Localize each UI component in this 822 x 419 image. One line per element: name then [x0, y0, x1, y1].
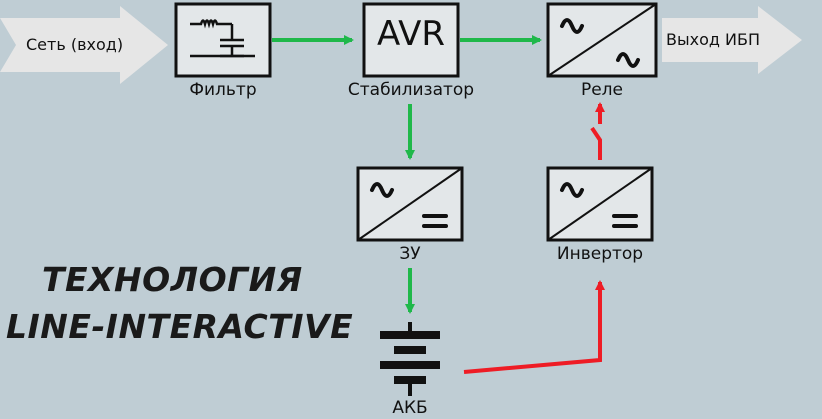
input-arrow [0, 6, 168, 84]
dc-ac-icon [560, 182, 638, 228]
lc-filter-icon [190, 19, 255, 58]
avr-block [362, 2, 460, 78]
input-label: Сеть (вход) [26, 35, 124, 54]
relay-label: Реле [580, 80, 624, 100]
filter-label: Фильтр [189, 80, 257, 100]
ac-ac-icon [560, 18, 640, 68]
inverter-label: Инвертор [556, 244, 644, 264]
title-line-2: LINE-INTERACTIVE [6, 307, 354, 346]
inverter-block [546, 166, 654, 242]
battery-icon [380, 322, 440, 396]
title-line-1: ТЕХНОЛОГИЯ [42, 260, 303, 299]
output-arrow [662, 6, 802, 74]
relay-block [546, 2, 658, 78]
charger-block [356, 166, 464, 242]
charger-label: ЗУ [399, 244, 421, 264]
ac-dc-icon [370, 182, 448, 228]
avr-label: Стабилизатор [347, 80, 475, 100]
battery-label: АКБ [392, 398, 428, 418]
flow-battery-to-inverter [463, 280, 605, 374]
filter-block [174, 2, 272, 78]
output-label: Выход ИБП [666, 30, 760, 49]
avr-box-label: AVR [377, 14, 445, 54]
flow-inverter-to-relay [590, 126, 602, 160]
